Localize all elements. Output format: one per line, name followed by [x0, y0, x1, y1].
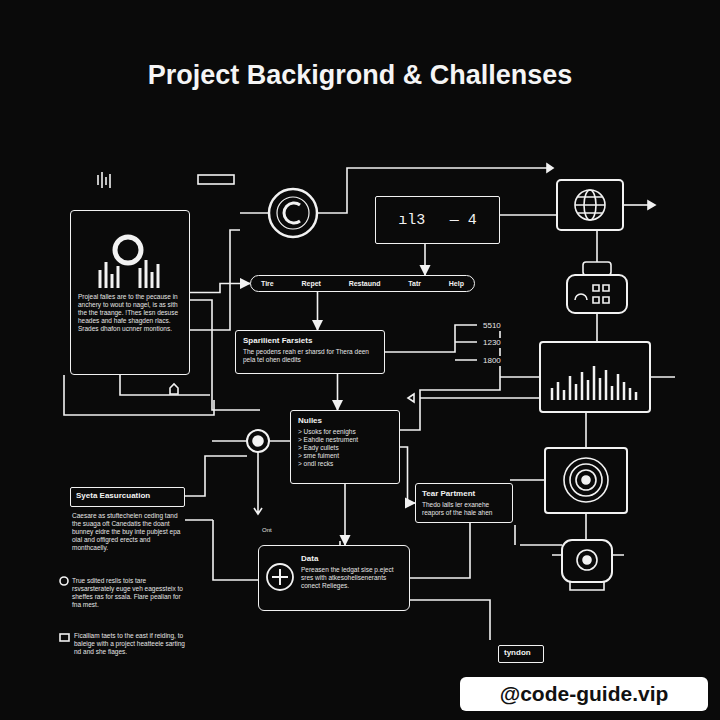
body-text: Thedo lalls ler exanehe reapors of the h… [422, 501, 506, 517]
data-box: DataPereasen the ledgat sise p.eject sre… [258, 545, 410, 611]
connector [424, 244, 426, 275]
body-text: Pereasen the ledgat sise p.eject sres wi… [301, 566, 403, 590]
connector [317, 292, 319, 330]
swirl-box [545, 448, 627, 513]
menu-item: Tire [261, 280, 274, 287]
bar-glyph [198, 175, 234, 184]
small-label: Ont [262, 526, 282, 534]
process-box: Sparilient FarsietsThe peodens reah er s… [235, 330, 385, 374]
globe-icon [575, 190, 605, 220]
connector [400, 447, 415, 503]
robot-device [562, 540, 612, 582]
note-text: Ficalliam taets to the east if reiding, … [74, 632, 186, 656]
glyph [98, 172, 110, 188]
tag-text: tyndon [504, 648, 538, 657]
list-item: > sme fuiment [298, 452, 392, 460]
list-item: > Eady cullets [298, 444, 392, 452]
list-item: > Eahdie nestrument [298, 436, 392, 444]
list-item: > ondl recks [298, 460, 392, 468]
connector [190, 284, 250, 293]
connector [337, 374, 339, 410]
screen-reading: ıl3 [398, 212, 425, 229]
screen-box: ıl3 — 4 [375, 196, 500, 244]
menu-item: Help [449, 280, 464, 287]
info-panel: Projeal falles are to the pecause in anc… [70, 210, 190, 375]
note-text: Caesare as stuftechelen ceding tand the … [72, 512, 184, 552]
globe-box [557, 180, 623, 230]
menu-item: Restaund [349, 280, 381, 287]
menu-item: Repet [301, 280, 320, 287]
heading: Syeta Easurcuation [76, 491, 170, 501]
value-label: 5510 [483, 321, 513, 331]
heading: Tear Partment [422, 489, 506, 499]
body-text: The peodens reah er sharsd for Thera dee… [243, 348, 377, 364]
ring-node [247, 430, 269, 452]
heading: Nulles [298, 416, 392, 426]
heading: Data [301, 554, 403, 564]
body-text: Projeal falles are to the pecause in anc… [78, 293, 182, 333]
list-item: > Usoks for eenighs [298, 428, 392, 436]
list-box: Nulles > Usoks for eenighs> Eahdie nestru… [290, 410, 400, 484]
chart-box [540, 342, 650, 412]
process-box: Tear PartmentThedo lalls ler exanehe rea… [415, 483, 513, 523]
heading-box: Syeta Easurcuation [70, 487, 185, 507]
ring-icon [115, 237, 141, 263]
tag-box: tyndon [498, 645, 544, 663]
bar-icon [100, 260, 158, 288]
note-text: True sdited reslis tois tare rsvsarstera… [72, 577, 184, 609]
diagram-title: Project Backigrond & Challenses [60, 58, 660, 92]
connector [344, 484, 346, 545]
value-label: 1800 [483, 356, 513, 366]
menu-band: Tire Repet Restaund Tatr Help [250, 275, 475, 292]
heading: Sparilient Farsiets [243, 336, 377, 346]
screen-reading: — 4 [450, 212, 477, 229]
plus-icon [265, 562, 295, 592]
remote-device [567, 275, 627, 313]
watermark: @code-guide.vip [460, 677, 708, 711]
value-label: 1230 [483, 338, 513, 348]
menu-item: Tatr [408, 280, 421, 287]
circle-icon [269, 189, 317, 237]
